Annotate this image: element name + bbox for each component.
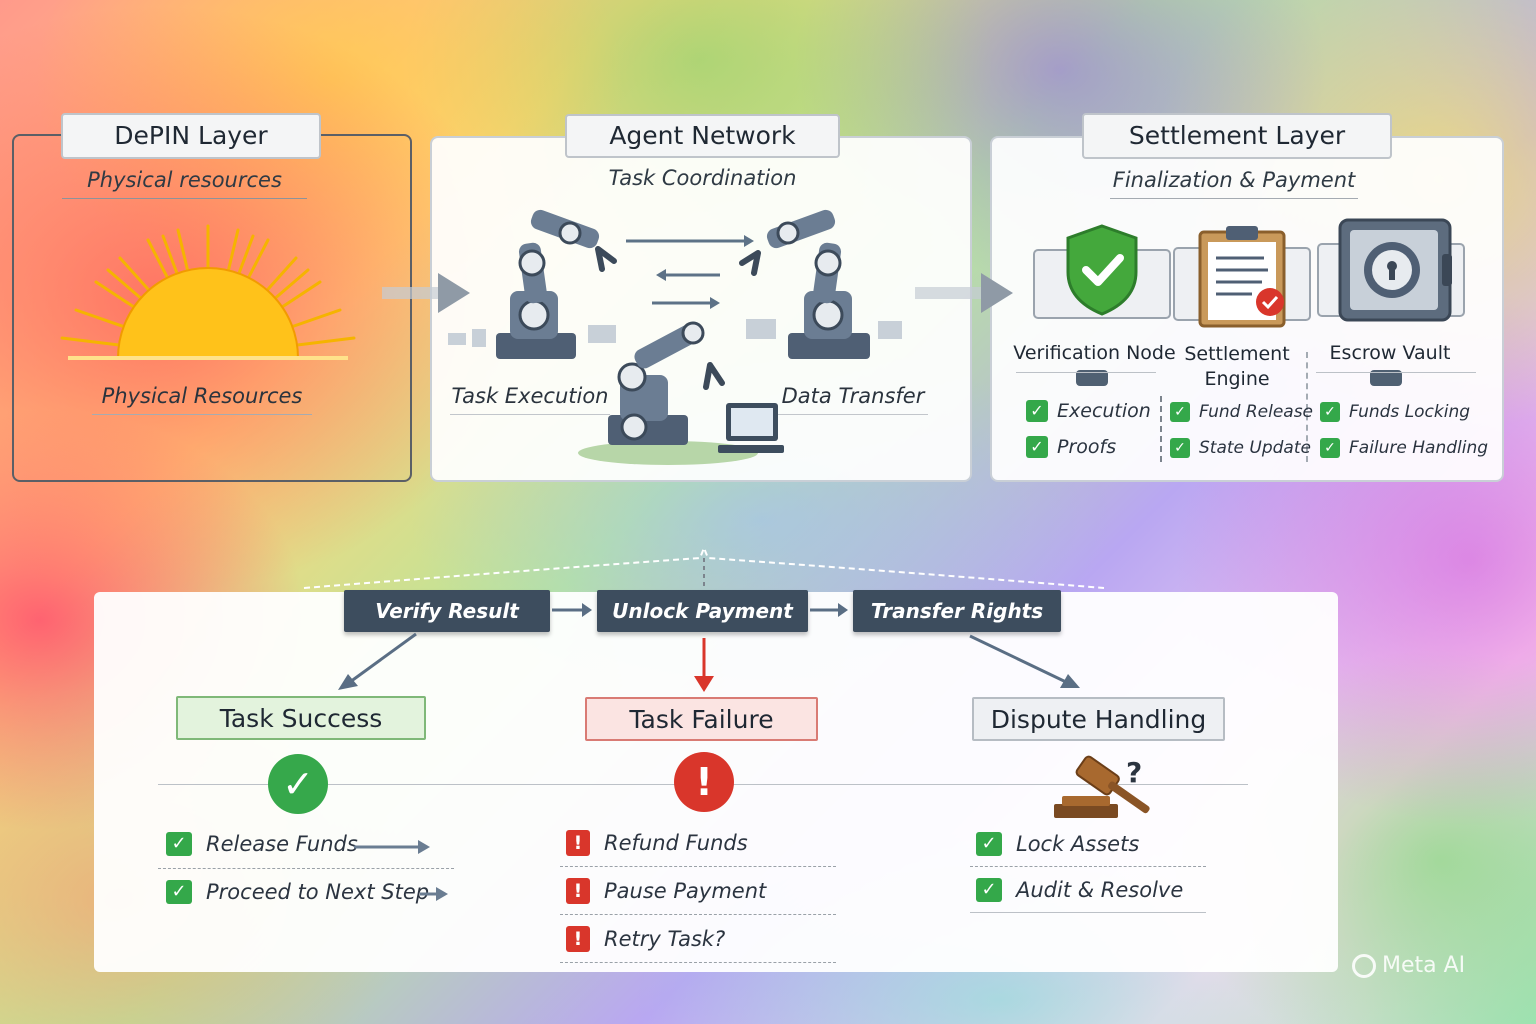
task-failure-box: Task Failure — [585, 697, 818, 741]
lock-assets-action: ✓Lock Assets — [976, 832, 1139, 856]
arrow-right-icon — [420, 887, 448, 901]
checkbox-icon: ✓ — [1320, 438, 1340, 458]
action-divider — [560, 962, 836, 963]
arrow-right-icon — [354, 840, 430, 854]
checkbox-icon: ✓ — [166, 832, 192, 856]
checkbox-icon: ✓ — [1026, 436, 1048, 458]
flow-bracket — [303, 545, 1105, 589]
warning-icon: ! — [566, 878, 590, 904]
warning-icon: ! — [566, 926, 590, 952]
dispute-handling-box: Dispute Handling — [972, 697, 1225, 741]
settlement-engine-title: Settlement Engine — [1184, 343, 1290, 390]
verification-node-knob — [1076, 370, 1108, 386]
agent-network-subtitle: Task Coordination — [608, 166, 797, 190]
failure-handling-item: ✓Failure Handling — [1320, 438, 1488, 458]
agent-to-settlement-arrow — [915, 273, 1013, 313]
retry-task-action: !Retry Task? — [566, 926, 725, 952]
proceed-next-step-action: ✓Proceed to Next Step — [166, 880, 429, 904]
check-circle-icon: ✓ — [268, 754, 328, 814]
unlock-payment-step: Unlock Payment — [597, 590, 808, 632]
meta-ai-watermark: Meta AI — [1352, 953, 1465, 978]
escrow-vault-knob — [1370, 370, 1402, 386]
checkbox-icon: ✓ — [1170, 438, 1190, 458]
meta-ring-icon — [1352, 953, 1376, 978]
funds-locking-item: ✓Funds Locking — [1320, 402, 1470, 422]
pause-payment-action: !Pause Payment — [566, 878, 766, 904]
refund-funds-action: !Refund Funds — [566, 830, 748, 856]
release-funds-action: ✓Release Funds — [166, 832, 358, 856]
clipboard-icon — [1173, 226, 1311, 328]
safe-icon — [1317, 218, 1465, 322]
transfer-rights-step: Transfer Rights — [853, 590, 1061, 632]
exclamation-circle-icon: ! — [674, 752, 734, 812]
settlement-layer-subtitle: Finalization & Payment — [1110, 168, 1358, 199]
gavel-icon: ? — [1054, 755, 1150, 818]
settlement-layer-title: Settlement Layer — [1082, 113, 1392, 159]
data-transfer-caption: Data Transfer — [778, 384, 928, 415]
column-separator — [1306, 352, 1308, 462]
verification-node-title: Verification Node — [1013, 342, 1176, 364]
checkbox-icon: ✓ — [976, 878, 1002, 902]
physical-resources-caption: Physical Resources — [92, 384, 312, 415]
checkbox-icon: ✓ — [1320, 402, 1340, 422]
state-update-item: ✓State Update — [1170, 438, 1311, 458]
proofs-item: ✓Proofs — [1026, 436, 1116, 458]
action-divider — [970, 866, 1206, 867]
robot-arm-icon — [448, 209, 902, 465]
checkbox-icon: ✓ — [976, 832, 1002, 856]
svg-text:?: ? — [1126, 756, 1142, 789]
checkbox-icon: ✓ — [1170, 402, 1190, 422]
checkbox-icon: ✓ — [1026, 400, 1048, 422]
depin-to-agent-arrow — [382, 273, 470, 313]
sun-icon — [60, 224, 356, 360]
task-success-box: Task Success — [176, 696, 426, 740]
action-divider — [560, 914, 836, 915]
escrow-vault-title: Escrow Vault — [1329, 342, 1451, 364]
action-divider — [158, 868, 454, 869]
depin-layer-title: DePIN Layer — [61, 113, 321, 159]
action-divider — [970, 912, 1206, 913]
agent-network-title: Agent Network — [565, 114, 840, 158]
fund-release-item: ✓Fund Release — [1170, 402, 1313, 422]
checkbox-icon: ✓ — [166, 880, 192, 904]
column-separator — [1160, 396, 1162, 462]
depin-layer-subtitle: Physical resources — [62, 168, 307, 199]
verify-result-step: Verify Result — [344, 590, 550, 632]
step-arrows — [338, 603, 1080, 692]
task-execution-caption: Task Execution — [450, 384, 610, 415]
action-divider — [560, 866, 836, 867]
execution-item: ✓Execution — [1026, 400, 1151, 422]
warning-icon: ! — [566, 830, 590, 856]
shield-check-icon — [1033, 224, 1171, 319]
verification-divider — [1016, 372, 1156, 373]
escrow-divider — [1316, 372, 1476, 373]
audit-resolve-action: ✓Audit & Resolve — [976, 878, 1183, 902]
